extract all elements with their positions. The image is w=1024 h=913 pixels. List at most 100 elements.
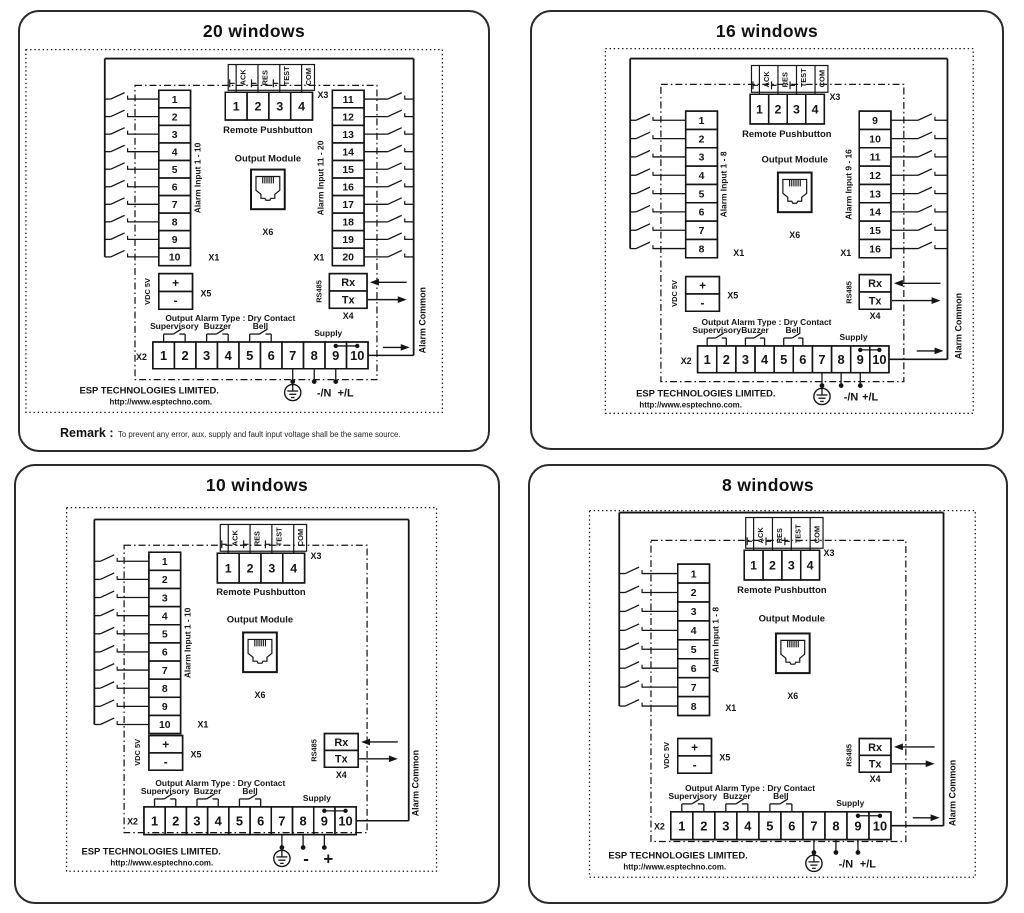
terminal-number: 4 — [761, 352, 769, 367]
alarm-contact-switch — [94, 717, 149, 726]
alarm-contact-switch — [619, 699, 678, 707]
supply-neg-label: -/N — [317, 387, 332, 399]
dry-contact-bracket: Supervisory — [150, 321, 199, 342]
group-label: Supervisory — [669, 791, 718, 801]
terminal-number: 9 — [162, 702, 168, 713]
alarm-contact-switch — [890, 204, 948, 213]
group-label: Buzzer — [194, 786, 222, 796]
terminal-number: 14 — [869, 208, 881, 219]
alarm-contact-switch — [94, 572, 149, 581]
terminal-number: 10 — [159, 720, 171, 731]
terminal-number: 6 — [257, 813, 264, 828]
alarm-common-label: Alarm Common — [418, 287, 428, 353]
terminal-number: 6 — [268, 348, 275, 363]
polarity-terminal: + — [691, 740, 698, 754]
connector-label-x1: X1 — [733, 248, 744, 258]
panel-title: 10 windows — [205, 475, 309, 495]
terminal-number: 1 — [691, 569, 697, 580]
connector-label-x3: X3 — [829, 92, 840, 102]
pushbutton-icon — [229, 79, 235, 88]
rs485-terminal: Tx — [335, 754, 348, 766]
vdc-5v-label: VDC 5V — [662, 742, 671, 769]
alarm-contact-switch — [104, 144, 159, 153]
terminal-number: 10 — [873, 818, 887, 833]
pushbutton-icon — [264, 540, 271, 549]
unit-outline — [103, 57, 415, 356]
terminal-number: 13 — [342, 130, 354, 141]
signal-label: TEST — [799, 68, 808, 87]
alarm-contact-switch — [104, 127, 159, 135]
terminal-number: 6 — [799, 352, 806, 367]
pushbutton-icon — [746, 537, 753, 546]
rs485-terminal: Tx — [342, 295, 355, 307]
terminal-number: 2 — [247, 562, 254, 576]
output-alarm-type-label: Output Alarm Type : Dry Contact — [685, 783, 815, 793]
alarm-common-line: Alarm Common — [890, 760, 957, 827]
rs485-label: RS485 — [314, 280, 323, 303]
terminal-number: 8 — [172, 218, 178, 229]
supply-label: Supply — [314, 328, 342, 338]
signal-label: COM — [813, 526, 822, 543]
remote-pushbutton-label: Remote Pushbutton — [216, 586, 306, 597]
terminal-number: 7 — [818, 352, 825, 367]
company-url: http://www.esptechno.com. — [110, 397, 213, 406]
polarity-terminal: - — [693, 758, 697, 772]
company-name: ESP TECHNOLOGIES LIMITED. — [636, 387, 775, 398]
alarm-contact-switch — [104, 109, 159, 118]
pushbutton-icon — [250, 79, 257, 88]
input-block-label: Alarm Input 9 - 16 — [843, 149, 853, 220]
polarity-terminal: + — [172, 276, 179, 290]
connector-label-x5: X5 — [200, 288, 211, 298]
rs485-terminal: Rx — [868, 278, 882, 290]
connector-label-x4: X4 — [343, 311, 354, 321]
supply-bridge — [322, 808, 348, 814]
connector-label-x2: X2 — [136, 352, 147, 362]
terminal-number: 8 — [311, 348, 318, 363]
rs485-label: RS485 — [310, 739, 319, 762]
rs485-terminal: Rx — [341, 277, 355, 289]
signal-label: TEST — [794, 524, 803, 543]
alarm-contact-switch — [619, 604, 678, 613]
pushbutton-icon — [789, 81, 796, 90]
alarm-common-arrow — [382, 344, 410, 351]
group-label: Buzzer — [723, 791, 751, 801]
alarm-contact-switch — [630, 113, 686, 121]
alarm-contact-switch — [104, 197, 159, 205]
terminal-number: 8 — [691, 702, 697, 713]
terminal-number: 1 — [233, 100, 240, 114]
remote-pushbutton-label: Remote Pushbutton — [742, 128, 832, 139]
terminal-number: 10 — [350, 348, 364, 363]
dry-contact-bracket: Supervisory — [692, 325, 741, 346]
alarm-contact-switch — [364, 214, 414, 223]
alarm-common-line: Alarm Common — [356, 750, 421, 822]
signal-label: RES — [252, 531, 261, 546]
alarm-contact-switch — [94, 644, 149, 653]
tx-arrow — [359, 755, 398, 763]
terminal-number: 18 — [342, 218, 354, 229]
alarm-contact-switch — [890, 186, 948, 195]
signal-label: ACK — [239, 69, 248, 86]
input-block-label: Alarm Input 1 - 8 — [718, 151, 728, 217]
terminal-number: 9 — [857, 352, 864, 367]
terminal-number: 6 — [699, 208, 705, 219]
supply-pos-label: + — [323, 849, 333, 868]
alarm-contact-switch — [364, 127, 414, 135]
pushbutton-icon — [221, 540, 227, 549]
dry-contact-bracket: Buzzer — [723, 791, 751, 812]
company-info: ESP TECHNOLOGIES LIMITED.http://www.espt… — [81, 845, 220, 867]
rs485-label: RS485 — [844, 744, 853, 767]
alarm-contact-switch — [619, 623, 678, 631]
terminal-number: 5 — [780, 352, 787, 367]
alarm-contact-switch — [630, 168, 686, 176]
company-url: http://www.esptechno.com. — [623, 862, 726, 871]
alarm-contact-switch — [890, 131, 948, 140]
pushbutton-icon — [784, 537, 790, 546]
